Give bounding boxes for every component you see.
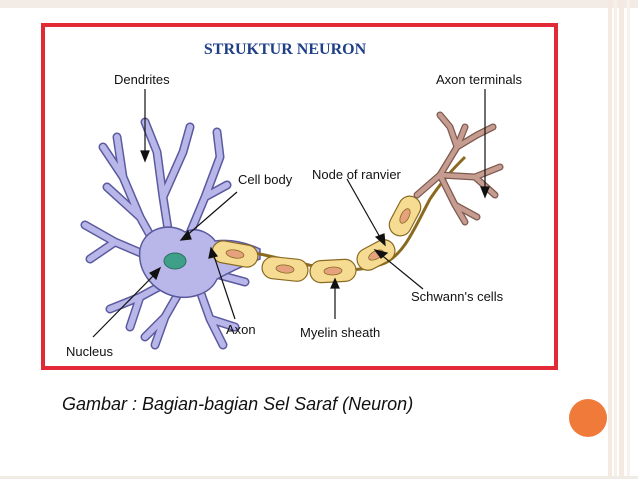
- neuron-diagram: STRUKTUR NEURON: [66, 41, 522, 359]
- label-cell-body: Cell body: [238, 172, 293, 187]
- label-schwanns-cells: Schwann's cells: [411, 289, 504, 304]
- schwann-nucleus: [275, 264, 295, 274]
- slide-top-bar: [0, 0, 638, 8]
- label-dendrites: Dendrites: [114, 72, 170, 87]
- accent-circle-icon: [569, 399, 607, 437]
- label-nucleus: Nucleus: [66, 344, 113, 359]
- axon-terminals: [413, 111, 504, 226]
- figure-frame: STRUKTUR NEURON: [41, 23, 558, 370]
- schwann-nucleus: [399, 208, 411, 224]
- figure-caption: Gambar : Bagian-bagian Sel Saraf (Neuron…: [62, 394, 414, 414]
- pointer-lines: [92, 89, 490, 338]
- label-myelin-sheath: Myelin sheath: [300, 325, 380, 340]
- label-node-of-ranvier: Node of ranvier: [312, 167, 402, 182]
- slide-edge-stripe: [627, 0, 630, 479]
- label-axon: Axon: [226, 322, 256, 337]
- label-axon-terminals: Axon terminals: [436, 72, 522, 87]
- schwann-nucleus: [225, 249, 245, 259]
- slide-edge-stripe: [614, 0, 617, 479]
- nucleus: [163, 252, 187, 270]
- slide-bottom-line: [0, 476, 638, 479]
- slide-edge-stripe: [619, 0, 624, 479]
- diagram-title: STRUKTUR NEURON: [204, 41, 367, 58]
- slide-edge-stripe: [608, 0, 612, 479]
- schwann-nucleus: [323, 266, 343, 276]
- myelin-sheath: [211, 195, 422, 284]
